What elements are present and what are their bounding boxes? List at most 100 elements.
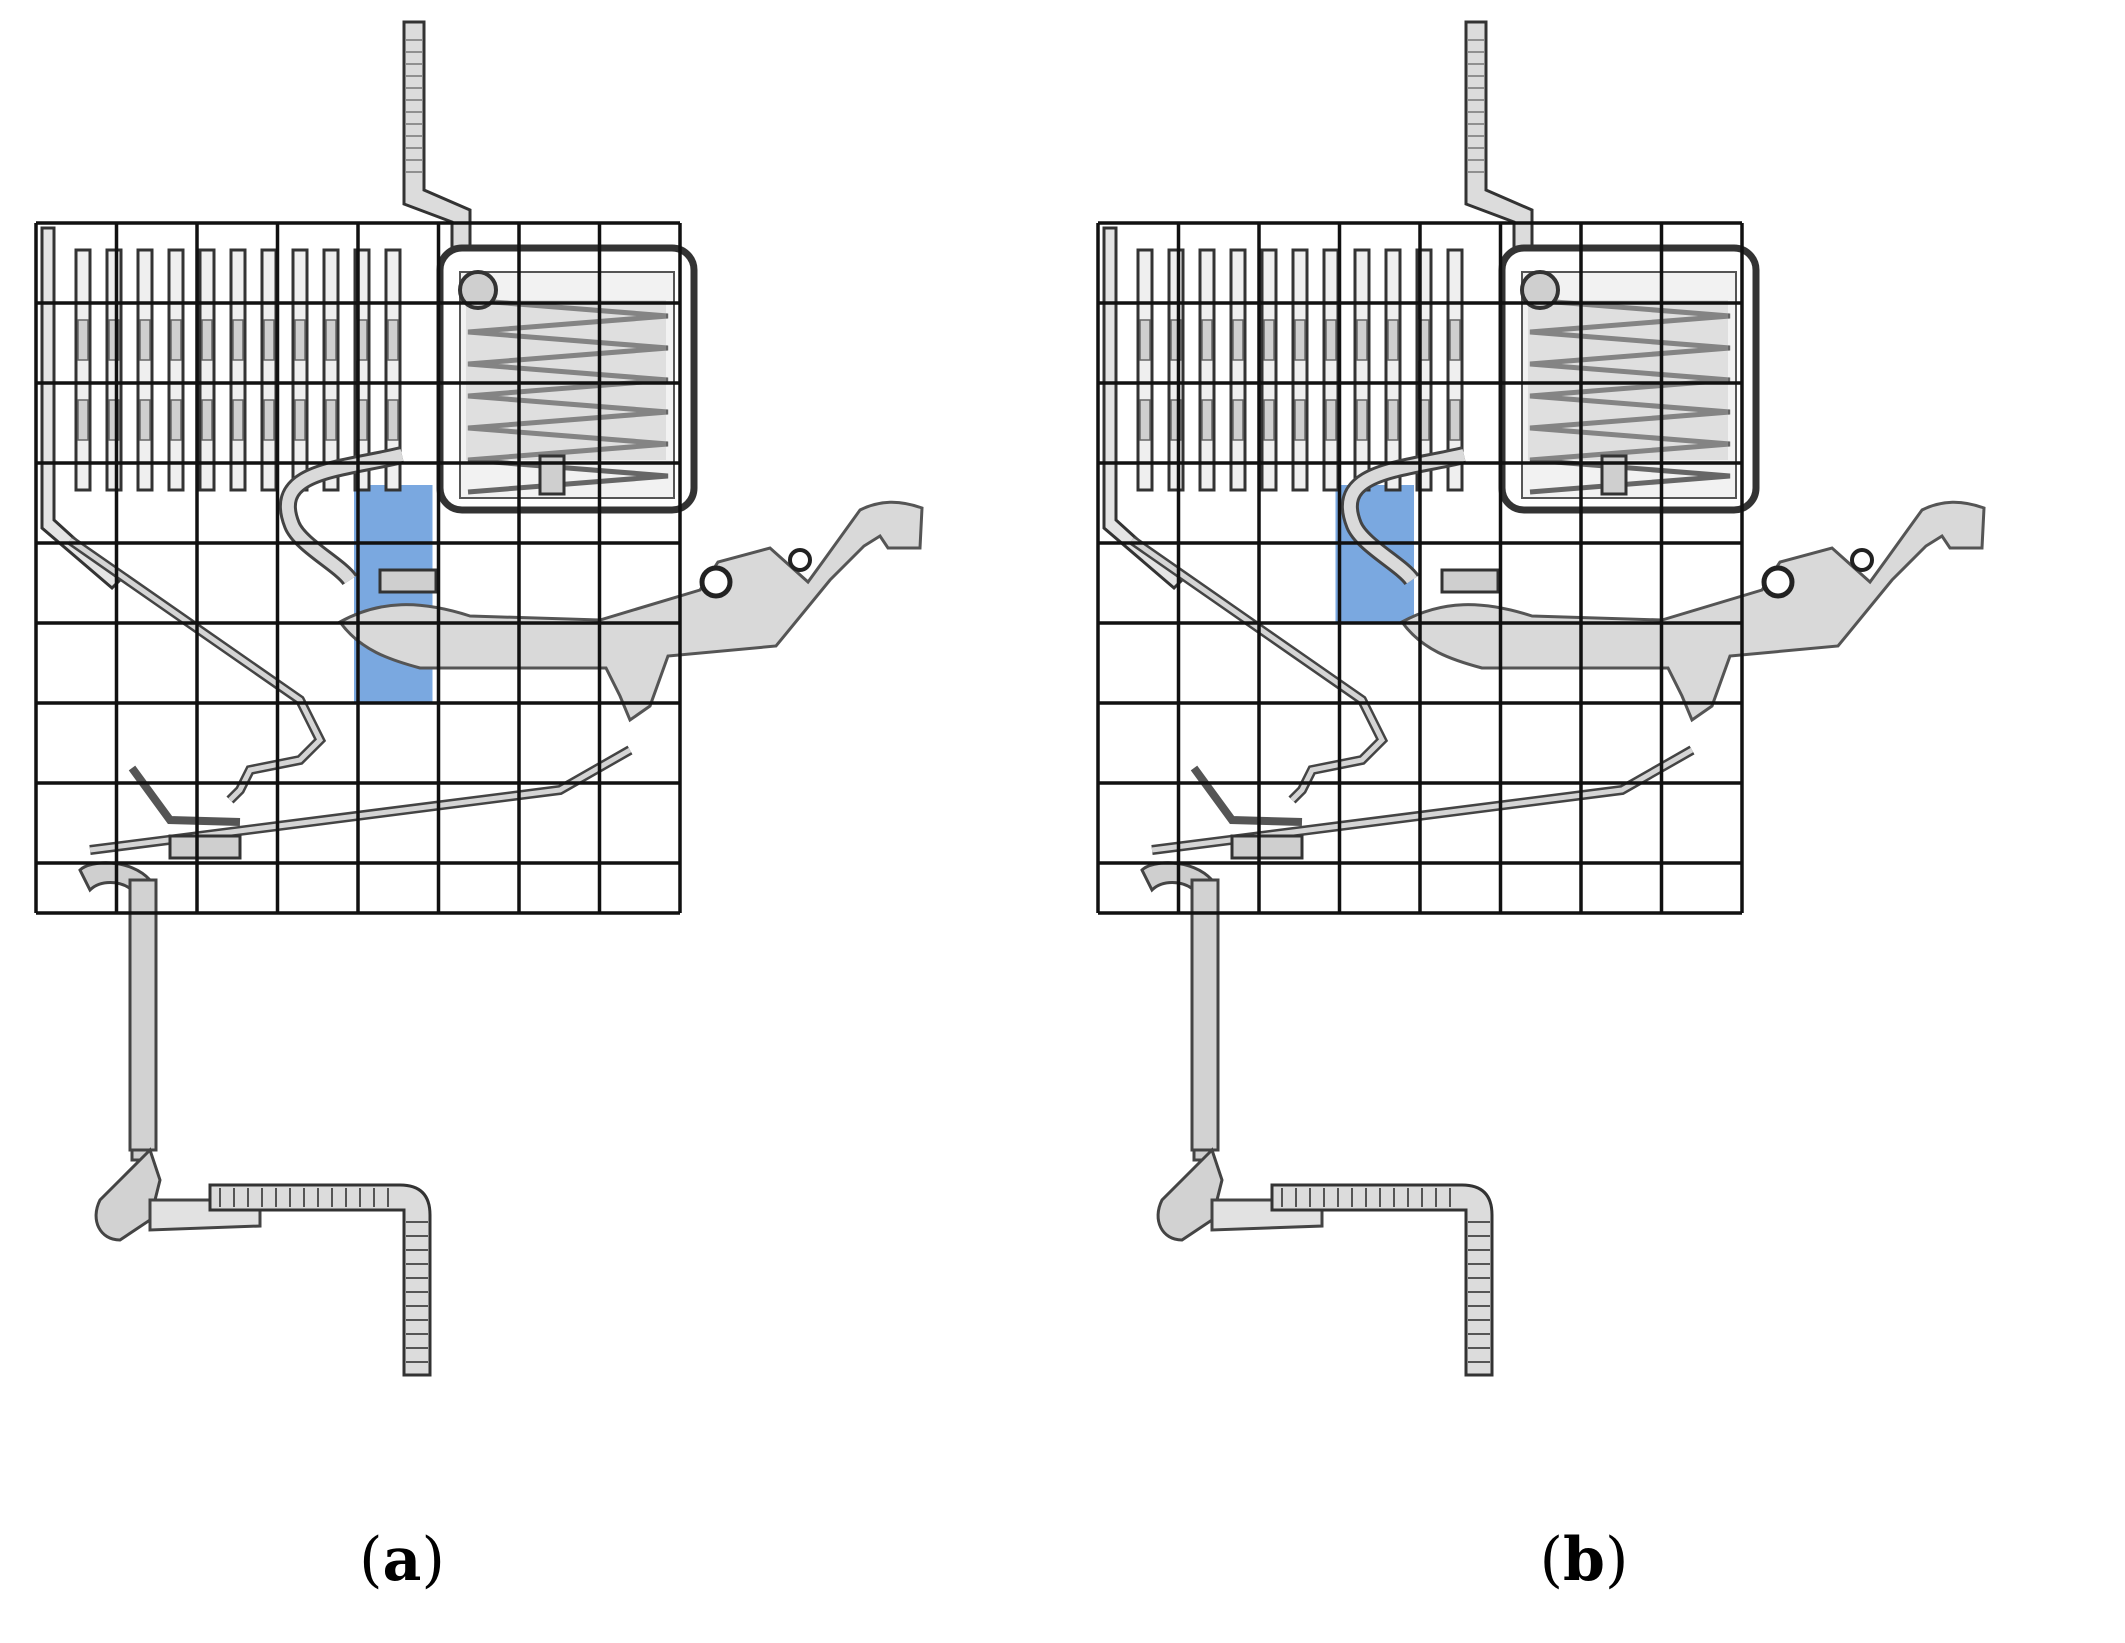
mechanism-diagram-b	[1096, 20, 1986, 1377]
arc-chute-plates	[74, 248, 402, 492]
arc-plate	[1291, 248, 1309, 492]
arc-plate-detail	[1387, 319, 1399, 361]
arc-plate-detail	[232, 319, 244, 361]
arc-plate-detail	[263, 399, 275, 441]
caption-b-open: (	[1539, 1525, 1564, 1595]
arc-plate	[105, 248, 123, 492]
bottom-rod	[128, 878, 158, 1152]
arc-plate	[1353, 248, 1371, 492]
arc-plate-detail	[1263, 319, 1275, 361]
caption-b-close: )	[1604, 1525, 1629, 1595]
arc-plate-detail	[294, 399, 306, 441]
caption-a-close: )	[421, 1525, 445, 1595]
arc-plate	[167, 248, 185, 492]
arc-plate-detail	[1449, 319, 1461, 361]
trip-rod	[1130, 537, 1386, 802]
arc-plate	[198, 248, 216, 492]
bottom-terminal	[208, 1183, 432, 1377]
arc-plate	[322, 248, 340, 492]
lever-pivot	[699, 565, 733, 599]
arc-plate-detail	[1232, 319, 1244, 361]
bottom-link	[89, 747, 632, 853]
arc-plate-detail	[1263, 399, 1275, 441]
arc-plate-detail	[1294, 399, 1306, 441]
coil-spring	[467, 297, 669, 495]
caption-a-letter: a	[382, 1525, 422, 1595]
panel-a	[0, 0, 1062, 1643]
lever-pin	[1850, 548, 1874, 572]
diagram-group	[34, 20, 924, 1377]
arc-plate	[291, 248, 309, 492]
latch-plate	[168, 834, 242, 860]
lever-pivot	[1761, 565, 1795, 599]
caption-a: (a)	[302, 1525, 502, 1595]
arc-plate-detail	[325, 399, 337, 441]
rod-joint	[1156, 1147, 1224, 1242]
bottom-link	[1151, 747, 1694, 853]
plunger-head	[458, 270, 498, 310]
mechanism-diagram-a	[34, 20, 924, 1377]
coil-winding	[466, 300, 666, 460]
reference-grid	[34, 221, 682, 915]
latch-block	[378, 568, 438, 594]
arc-plate-detail	[1387, 399, 1399, 441]
arc-plate-detail	[1139, 399, 1151, 441]
arc-plate-detail	[1294, 319, 1306, 361]
hook-arm	[1190, 765, 1303, 826]
panel-b	[1062, 0, 2124, 1643]
diagram-group	[1096, 20, 1986, 1377]
arc-plate-detail	[1170, 399, 1182, 441]
moving-arm	[281, 449, 404, 584]
arc-plate-detail	[325, 319, 337, 361]
caption-b: (b)	[1484, 1525, 1684, 1595]
reference-grid	[1096, 221, 1744, 915]
hook-arm	[128, 765, 241, 826]
caption-a-open: (	[359, 1525, 383, 1595]
arc-plate-detail	[1356, 399, 1368, 441]
operating-lever	[1399, 500, 1986, 723]
caption-b-letter: b	[1563, 1525, 1605, 1595]
arc-plate-detail	[139, 319, 151, 361]
arc-plate-detail	[77, 399, 89, 441]
rod-joint	[94, 1147, 162, 1242]
plunger-head	[1520, 270, 1560, 310]
arc-plate-detail	[139, 399, 151, 441]
arc-plate	[136, 248, 154, 492]
arc-plate-detail	[263, 319, 275, 361]
arc-plate	[1167, 248, 1185, 492]
arc-plate-detail	[77, 319, 89, 361]
arc-plate-detail	[170, 319, 182, 361]
arc-chute-plates	[1136, 248, 1464, 492]
coil-winding	[1528, 300, 1728, 460]
arc-plate-detail	[108, 319, 120, 361]
arc-plate-detail	[294, 319, 306, 361]
moving-arm	[1343, 449, 1466, 584]
arc-plate-detail	[1325, 319, 1337, 361]
bottom-rod	[1190, 878, 1220, 1152]
arc-plate-detail	[387, 399, 399, 441]
coil-spring	[1529, 297, 1731, 495]
arc-plate-detail	[1139, 319, 1151, 361]
latch-block	[1440, 568, 1500, 594]
arc-plate-detail	[1201, 319, 1213, 361]
arc-plate	[229, 248, 247, 492]
trip-rod	[68, 537, 324, 802]
arc-plate-detail	[232, 399, 244, 441]
arc-plate-detail	[1356, 319, 1368, 361]
arc-plate-detail	[201, 319, 213, 361]
arc-plate-detail	[387, 319, 399, 361]
arc-plate-detail	[170, 399, 182, 441]
highlight-region	[354, 485, 433, 703]
arc-plate-detail	[1325, 399, 1337, 441]
arc-plate	[1322, 248, 1340, 492]
arc-plate	[1384, 248, 1402, 492]
operating-lever	[337, 500, 924, 723]
lever-pin	[788, 548, 812, 572]
arc-plate-detail	[201, 399, 213, 441]
arc-plate-detail	[1449, 399, 1461, 441]
arc-plate	[1260, 248, 1278, 492]
bottom-terminal	[1270, 1183, 1494, 1377]
arc-plate	[260, 248, 278, 492]
latch-plate	[1230, 834, 1304, 860]
arc-plate	[74, 248, 92, 492]
